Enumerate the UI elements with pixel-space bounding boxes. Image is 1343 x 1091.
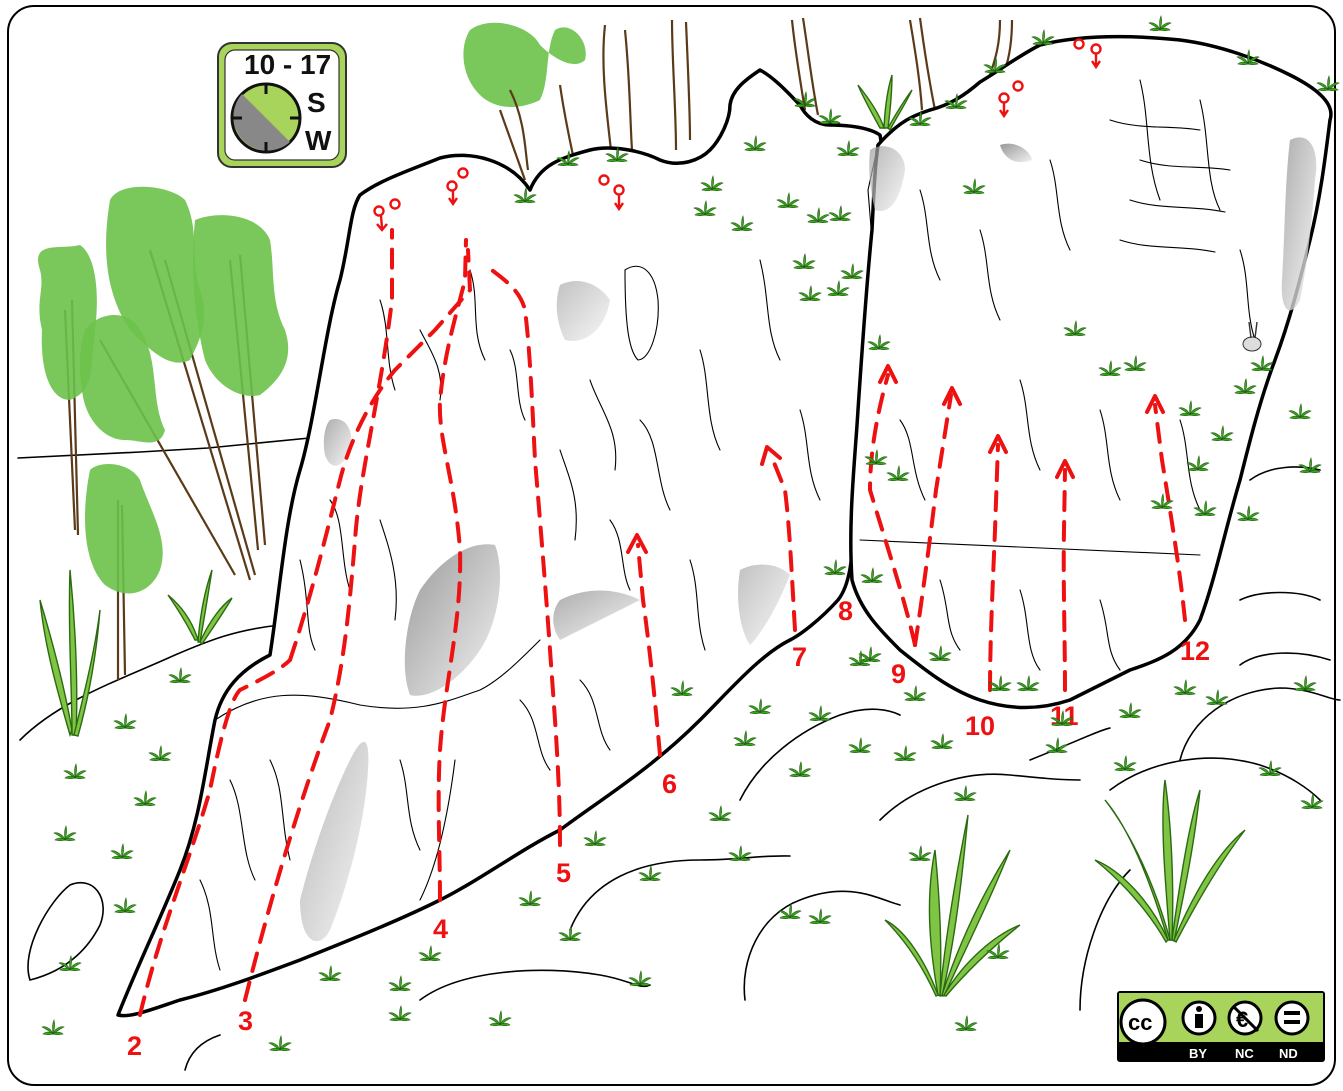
route-number-6: 6 [662,769,677,799]
license-nc: NC [1235,1046,1254,1061]
route-number-10: 10 [965,711,995,741]
route-number-12: 12 [1180,636,1210,666]
cc-icon: cc [1128,1010,1152,1035]
route-number-2: 2 [127,1031,142,1061]
license-badge: cc € BY NC ND [1117,991,1325,1062]
license-by: BY [1189,1046,1207,1061]
route-number-5: 5 [556,858,571,888]
route-number-8: 8 [838,596,853,626]
license-nd: ND [1279,1046,1298,1061]
route-number-11: 11 [1050,701,1079,731]
route-number-3: 3 [238,1006,253,1036]
sun-exposure-box: 10 - 17 S W [218,43,346,167]
exposure-west: W [305,125,332,156]
route-number-4: 4 [433,914,448,944]
exposure-south: S [307,87,326,118]
route-number-7: 7 [792,642,807,672]
route-number-9: 9 [891,659,906,689]
sun-time-label: 10 - 17 [244,49,331,80]
